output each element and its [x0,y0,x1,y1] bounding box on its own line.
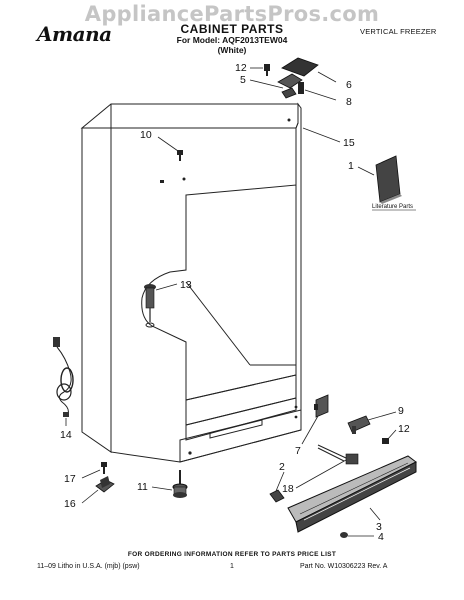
callout-12-bottom: 12 [398,423,410,435]
screw-part-4 [340,532,348,538]
page-number: 1 [230,563,234,570]
callout-7: 7 [295,445,301,457]
screw-part-17 [101,462,107,474]
kick-plate [179,409,302,463]
bottom-hinge-part-7 [314,394,329,418]
hinge-cover-part-6 [281,57,319,77]
clip-part-16 [95,476,115,493]
product-type: VERTICAL FREEZER [360,27,437,36]
brand-logo: Amana [37,22,112,46]
callout-3: 3 [376,521,382,533]
page-title: CABINET PARTS [180,22,284,36]
callout-10: 10 [140,129,152,141]
drain-tube-part-13 [144,284,156,328]
hinge-pin-part-8 [298,82,304,94]
callout-6: 6 [346,79,352,91]
color-line: (White) [217,45,247,55]
top-hinge-assembly [264,57,319,99]
callout-1: 1 [348,160,354,172]
hinge-bracket-part-9 [347,415,371,434]
watermark: AppliancePartsPros.com [84,2,380,26]
toe-grille-part-3 [287,455,417,533]
cabinet-body [80,102,302,463]
ordering-footnote: FOR ORDERING INFORMATION REFER TO PARTS … [127,551,337,558]
callout-12-top: 12 [235,62,247,74]
screw-part-10 [177,150,183,161]
callout-13: 13 [180,279,192,291]
callout-16: 16 [64,498,76,510]
power-cord-part-14 [53,337,74,417]
callout-11: 11 [137,481,148,493]
cabinet-base-cavity [185,374,297,426]
literature-parts-label: Literature Parts [372,204,413,210]
screw-part-12-bottom [382,438,389,444]
callout-labels: 12 5 6 8 10 15 1 13 14 7 9 12 4 2 18 17 … [60,62,416,543]
callout-5: 5 [240,74,246,86]
hinge-part-5 [277,73,303,89]
callout-4: 4 [378,531,384,543]
cabinet-front [110,102,302,463]
grille-slot [209,419,263,439]
callout-15: 15 [343,137,355,149]
grille-rod-part-18 [317,444,359,465]
callout-2: 2 [279,461,285,473]
litho-line: 11–09 Litho in U.S.A. (mjb) (psw) [37,563,140,570]
callout-8: 8 [346,96,352,108]
literature-parts-part-1 [375,155,402,204]
hinge-shim [281,87,297,99]
callout-17: 17 [64,473,76,485]
clip-part-2 [269,489,285,503]
screw-part-12-top [264,64,270,71]
document-part-number: Part No. W10306223 Rev. A [300,563,388,570]
model-line: For Model: AQF2013TEW04 [176,35,288,45]
leader-lines [65,67,397,537]
cabinet-top [80,103,299,129]
leveling-leg-part-11 [172,470,188,498]
callout-9: 9 [398,405,404,417]
cabinet-left-side [81,127,112,453]
callout-18: 18 [282,483,294,495]
callout-14: 14 [60,429,72,441]
cabinet-interior-opening [141,184,297,401]
